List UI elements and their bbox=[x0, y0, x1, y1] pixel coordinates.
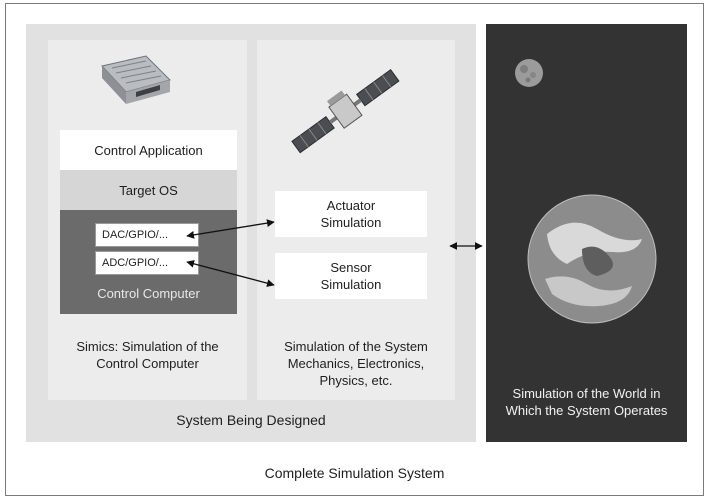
control-computer-caption-line2: Control Computer bbox=[96, 356, 199, 371]
control-computer-caption-line1: Simics: Simulation of the bbox=[76, 339, 219, 354]
system-caption-line2: Mechanics, Electronics, bbox=[287, 356, 425, 371]
sensor-label-line1: Sensor bbox=[330, 260, 372, 275]
actuator-simulation-box: Actuator Simulation bbox=[275, 191, 427, 237]
world-caption: Simulation of the World in Which the Sys… bbox=[486, 385, 687, 419]
system-simulation-caption: Simulation of the System Mechanics, Elec… bbox=[257, 338, 455, 389]
actuator-label-line1: Actuator bbox=[326, 198, 376, 213]
actuator-label-line2: Simulation bbox=[320, 215, 382, 230]
dac-gpio-label: DAC/GPIO/... bbox=[102, 229, 169, 241]
world-caption-line1: Simulation of the World in bbox=[512, 386, 661, 401]
adc-gpio-label: ADC/GPIO/... bbox=[102, 257, 169, 269]
system-caption-line3: Physics, etc. bbox=[319, 373, 393, 388]
ecu-hardware-image bbox=[96, 52, 176, 112]
dac-gpio-box: DAC/GPIO/... bbox=[95, 223, 199, 247]
control-application-box: Control Application bbox=[60, 130, 237, 170]
sensor-label-line2: Simulation bbox=[320, 277, 382, 292]
system-caption-line1: Simulation of the System bbox=[284, 339, 428, 354]
dac-actuator-connector bbox=[186, 219, 275, 239]
system-being-designed-label: System Being Designed bbox=[176, 412, 326, 428]
adc-gpio-box: ADC/GPIO/... bbox=[95, 251, 199, 275]
control-computer-caption: Simics: Simulation of the Control Comput… bbox=[48, 338, 247, 372]
control-computer-label: Control Computer bbox=[97, 286, 200, 301]
moon-image bbox=[514, 58, 544, 88]
target-os-box: Target OS bbox=[60, 170, 237, 210]
earth-image bbox=[527, 194, 657, 324]
satellite-image bbox=[285, 58, 407, 166]
sensor-simulation-box: Sensor Simulation bbox=[275, 253, 427, 299]
complete-simulation-label: Complete Simulation System bbox=[264, 465, 445, 481]
adc-sensor-connector bbox=[186, 260, 275, 287]
target-os-label: Target OS bbox=[119, 182, 178, 198]
control-application-label: Control Application bbox=[94, 142, 203, 158]
world-caption-line2: Which the System Operates bbox=[505, 403, 668, 418]
